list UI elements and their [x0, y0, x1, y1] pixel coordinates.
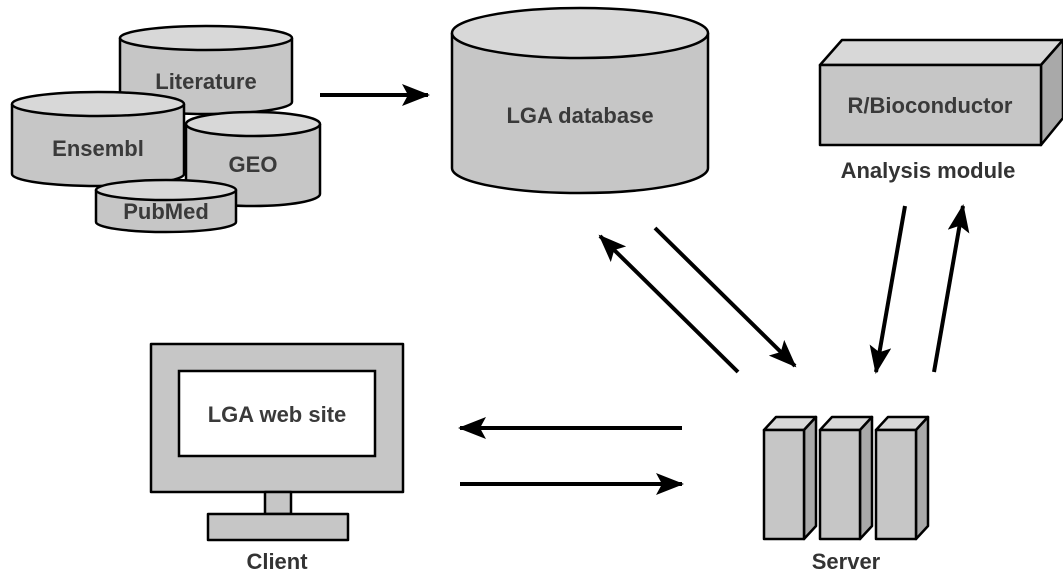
r-bioconductor-box: [818, 38, 1063, 147]
analysis-to-server-arrow: [869, 205, 907, 374]
client-monitor: [149, 342, 405, 542]
geo-label: GEO: [229, 152, 278, 177]
literature-label: Literature: [155, 69, 256, 94]
pubmed-label: PubMed: [123, 199, 209, 224]
lga-database-cylinder: [450, 6, 710, 195]
server-caption: Server: [812, 549, 881, 573]
server-to-database-arrow: [598, 234, 740, 374]
server-tower-1: [762, 415, 818, 541]
ensembl-label: Ensembl: [52, 136, 144, 161]
lga-web-site-label: LGA web site: [208, 402, 347, 427]
ensembl-cylinder: [10, 90, 186, 188]
lga-database-label: LGA database: [506, 103, 653, 128]
server-to-analysis-arrow: [932, 204, 970, 373]
server-towers-icon: [762, 415, 930, 541]
server-tower-3: [874, 415, 930, 541]
analysis-module-caption: Analysis module: [841, 158, 1016, 183]
pubmed-cylinder: [94, 178, 238, 234]
server-tower-2: [818, 415, 874, 541]
r-bioconductor-label: R/Bioconductor: [848, 93, 1013, 118]
database-to-server-arrow: [653, 226, 797, 368]
client-caption: Client: [246, 549, 308, 573]
